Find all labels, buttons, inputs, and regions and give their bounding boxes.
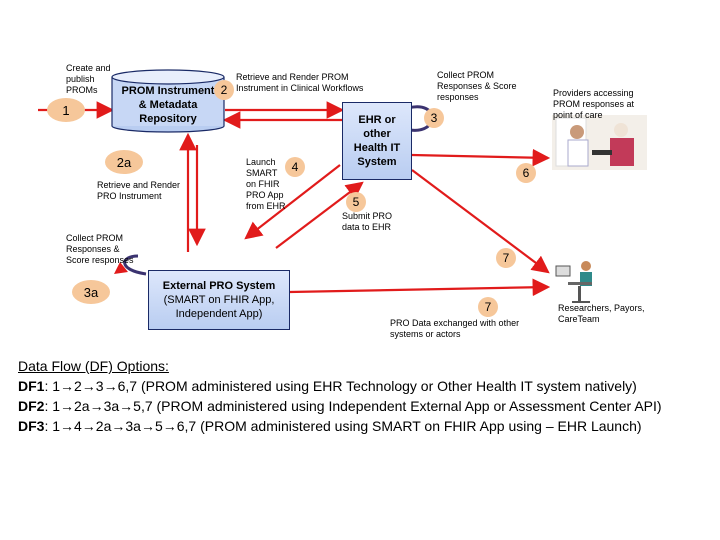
data-flow-legend: Data Flow (DF) Options: DF1: 1→2→3→6,7 (… (18, 356, 662, 436)
legend-row-df3: DF3: 1→4→2a→3a→5→6,7 (PROM administered … (18, 418, 642, 434)
providers-illustration (552, 115, 647, 170)
step-badge-5: 5 (346, 192, 366, 212)
legend-title: Data Flow (DF) Options: (18, 358, 169, 374)
external-pro-system-box: External PRO System (SMART on FHIR App, … (148, 270, 290, 330)
providers-note: Providers accessing PROM responses at po… (553, 88, 635, 120)
submit-pro-note: Submit PRO data to EHR (342, 211, 393, 232)
launch-smart-note: Launch SMART on FHIR PRO App from EHR (246, 157, 286, 211)
repository-label: PROM Instrument & Metadata Repository (121, 85, 215, 125)
repository-cylinder (111, 69, 225, 133)
step-badge-4: 4 (285, 157, 305, 177)
retrieve-render-pro-note: Retrieve and Render PRO Instrument (97, 180, 181, 201)
step-badge-3a: 3a (72, 280, 110, 304)
loop-3a-head (114, 262, 128, 274)
arrow-7a (411, 169, 550, 274)
step-badge-6: 6 (516, 163, 536, 183)
collect-prom-ehr-note: Collect PROM Responses & Score responses (437, 70, 517, 102)
retrieve-render-clinical-note: Retrieve and Render PROM Instrument in C… (236, 72, 364, 93)
arrow-6 (411, 148, 551, 167)
step-badge-2a: 2a (105, 150, 143, 174)
step-badge-3: 3 (424, 108, 444, 128)
legend-row-df2: DF2: 1→2a→3a→5,7 (PROM administered usin… (18, 398, 662, 414)
ehr-system-box: EHR or other Health IT System (342, 102, 412, 180)
step-badge-7b: 7 (478, 297, 498, 317)
pro-exchanged-note: PRO Data exchanged with other systems or… (390, 318, 520, 339)
collect-prom-ext-note: Collect PROM Responses & Score responses (66, 233, 134, 265)
arrow-5 (275, 181, 364, 249)
step-badge-7a: 7 (496, 248, 516, 268)
legend-row-df1: DF1: 1→2→3→6,7 (PROM administered using … (18, 378, 637, 394)
loop-3a (123, 254, 147, 276)
arrow-7b (289, 278, 551, 297)
step-badge-1: 1 (47, 98, 85, 122)
arrow-4 (244, 164, 341, 240)
researchers-note: Researchers, Payors, CareTeam (558, 303, 645, 324)
step-badge-2: 2 (214, 80, 234, 100)
researcher-illustration (555, 261, 592, 303)
create-publish-note: Create and publish PROMs (66, 63, 111, 95)
